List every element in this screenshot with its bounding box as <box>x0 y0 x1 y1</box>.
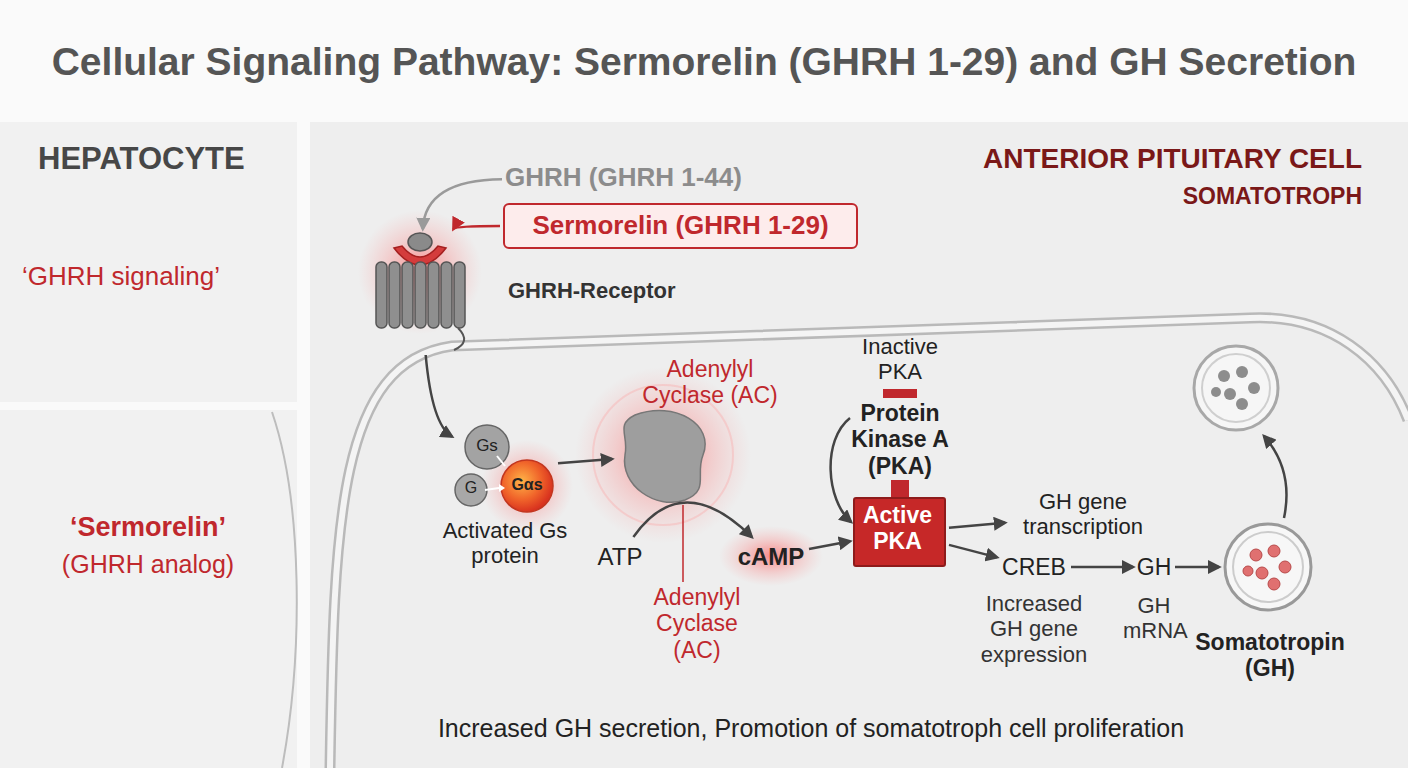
pathway-arrow <box>426 355 452 437</box>
ligand-label: GHRH (GHRH 1-44) <box>505 160 780 196</box>
ligand-box: Sermorelin (GHRH 1-29) <box>503 203 858 249</box>
pathway-arrow <box>1071 566 1133 569</box>
subunit-label: Gs <box>467 436 507 456</box>
pathway-arrow <box>949 523 1005 528</box>
vesicle-label: Somatotropin (GH) <box>1180 629 1360 682</box>
g-protein-complex: GsGGαsActivated Gs protein <box>455 420 555 515</box>
factor-label: CREBIncreased GH gene expression <box>1000 552 1068 582</box>
subunit-label: Gαs <box>505 476 549 494</box>
panel-subtitle: SOMATOTROPH <box>1000 183 1362 209</box>
cell-panel: ‘Sermorelin’ (GHRH analog) <box>0 410 297 768</box>
receptor-label: GHRH-Receptor <box>508 278 698 303</box>
enzyme-label: Adenylyl Cyclase (AC) <box>630 356 790 409</box>
pathway-arrow <box>809 541 850 549</box>
kinase-label: Active PKA <box>851 502 944 555</box>
factor-note: Increased GH gene expression <box>978 591 1090 667</box>
kinase-box: Active PKA <box>853 497 946 567</box>
vesicle-symbol: Somatotropin (GH) <box>1222 521 1314 613</box>
enzyme-symbol-shape <box>615 405 712 505</box>
panel-subtitle: ‘GHRH signaling’ <box>22 262 292 292</box>
gene-name: GH <box>1132 554 1176 580</box>
process-label: GH gene transcription <box>1008 488 1158 544</box>
vesicle-symbol-shape <box>1222 521 1314 613</box>
state-label: Inactive PKA <box>845 334 955 385</box>
panel-subtitle: (GHRH analog) <box>8 550 288 579</box>
pathway-arrow <box>558 459 612 463</box>
gene-label: GHGH mRNA <box>1136 552 1172 582</box>
outcome-caption: Increased GH secretion, Promotion of som… <box>311 714 1311 743</box>
molecule-label: cAMP <box>736 540 806 572</box>
panel-subtitle: ‘Sermorelin’ <box>8 512 288 543</box>
process-text: GH gene transcription <box>1008 489 1158 540</box>
panel-heading: HEPATOCYTE <box>38 141 293 177</box>
molecule-name: ATP <box>595 543 645 571</box>
pathway-arrow <box>423 179 502 229</box>
gene-note: GH mRNA <box>1123 593 1185 644</box>
enzyme-label: Adenylyl Cyclase (AC) <box>645 584 749 663</box>
panel-heading: ANTERIOR PITUITARY CELL <box>860 143 1362 175</box>
protein-caption: Activated Gs protein <box>430 518 580 569</box>
cell-panel: HEPATOCYTE ‘GHRH signaling’ <box>0 122 297 402</box>
diagram-title: Cellular Signaling Pathway: Sermorelin (… <box>52 40 1357 84</box>
pathway-arrow <box>1175 566 1219 569</box>
factor-name: CREB <box>1000 554 1068 580</box>
enzyme-symbol: Adenylyl Cyclase (AC)Adenylyl Cyclase (A… <box>615 405 712 505</box>
ligand-name: GHRH (GHRH 1-44) <box>505 163 780 193</box>
pathway-arrow <box>633 503 751 538</box>
ligand-name: Sermorelin (GHRH 1-29) <box>503 211 858 241</box>
receptor-symbol-shape <box>368 232 472 352</box>
molecule-name: cAMP <box>736 543 806 571</box>
molecule-label: ATP <box>595 540 645 572</box>
pathway-arrow <box>453 226 500 229</box>
g-protein-complex-shape <box>455 420 555 515</box>
enzyme-name: Protein Kinase A (PKA) <box>840 400 960 479</box>
pathway-arrow <box>949 545 997 557</box>
receptor-symbol: GHRH-Receptor <box>368 232 472 352</box>
subunit-label: G <box>456 479 486 497</box>
